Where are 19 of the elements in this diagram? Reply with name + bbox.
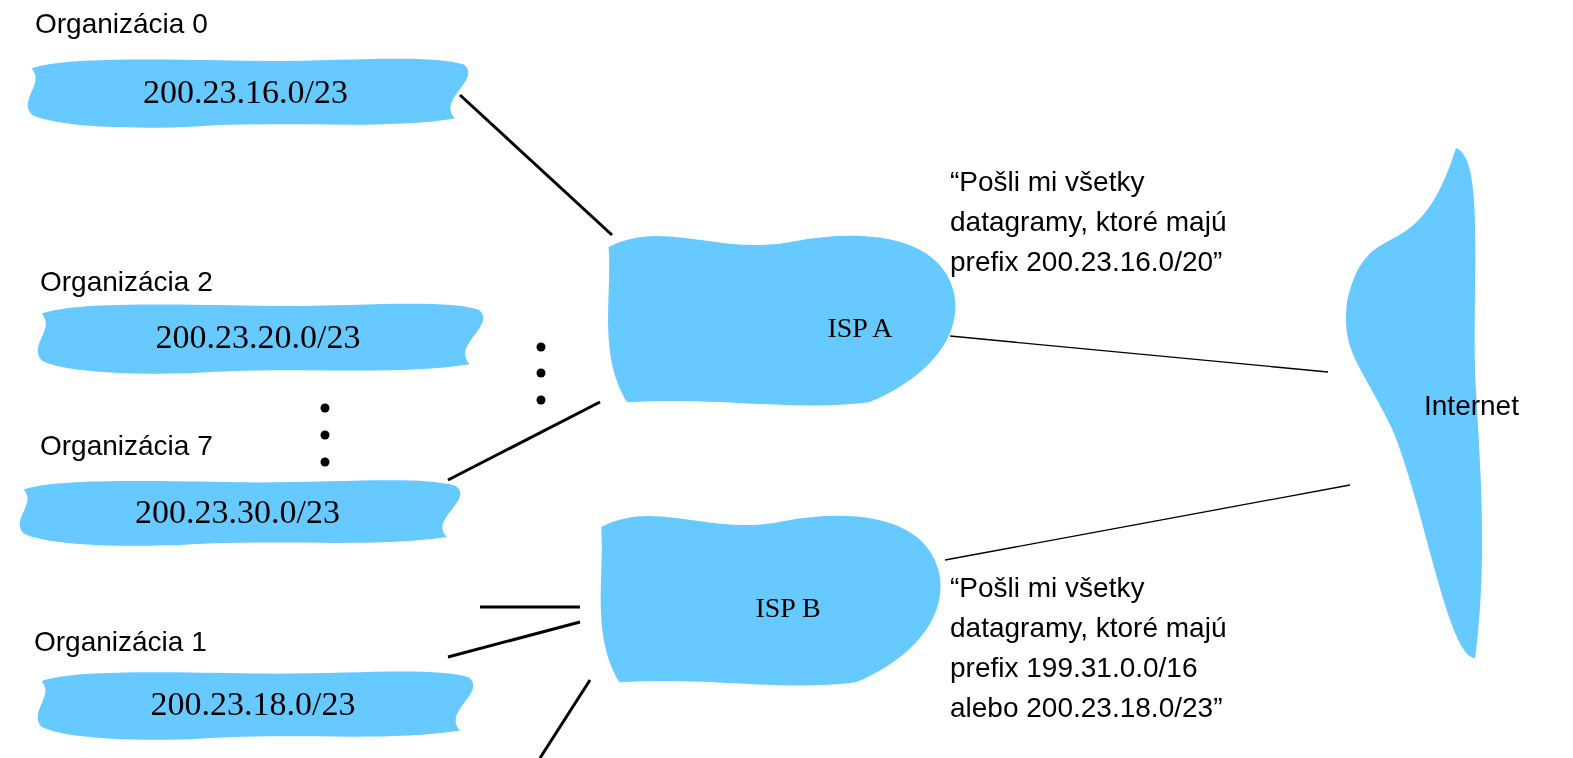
connection-line	[949, 335, 1329, 373]
organization-name: Organizácia 2	[40, 266, 213, 298]
organization-name: Organizácia 7	[40, 430, 213, 462]
route-announcement: “Pošli mi všetky datagramy, ktoré majú prefix 200.23.16.0/20”	[950, 165, 1228, 279]
ip-prefix: 200.23.30.0/23	[135, 492, 340, 531]
ip-prefix: 200.23.16.0/23	[143, 72, 348, 111]
connection-line	[944, 484, 1351, 561]
organization-name: Organizácia 1	[34, 626, 207, 658]
ip-prefix: 200.23.20.0/23	[155, 318, 361, 356]
route-announcement: “Pošli mi všetky datagramy, ktoré majú prefix 199.31.0.0/16 alebo 200.23.18.0/23”	[950, 571, 1228, 725]
connection-line	[459, 93, 613, 237]
isp-name: ISP A	[827, 312, 893, 344]
connection-line	[538, 679, 592, 758]
isp-name: ISP B	[755, 592, 821, 624]
connection-line	[447, 620, 581, 659]
ip-prefix: 200.23.18.0/23	[150, 685, 356, 723]
connection-line	[447, 400, 601, 482]
organization-name: Organizácia 0	[35, 8, 208, 40]
connection-line	[480, 605, 580, 609]
